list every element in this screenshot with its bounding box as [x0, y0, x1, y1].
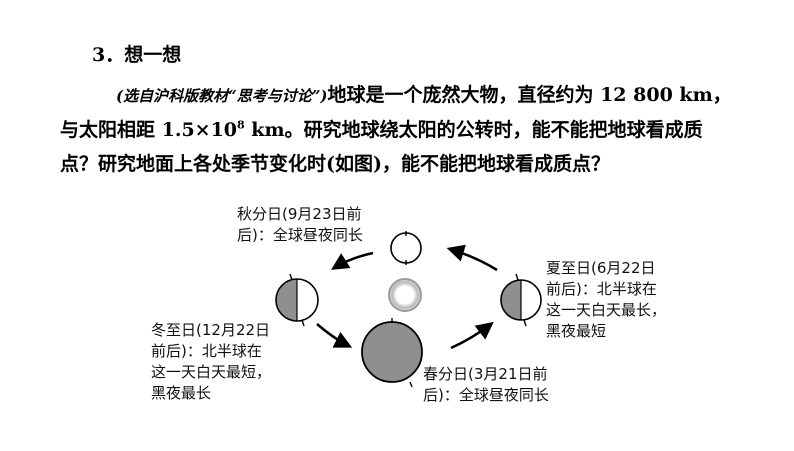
sun — [388, 278, 422, 312]
earth-summer — [500, 273, 542, 327]
caption-spring-equinox: 春分日(3月21日前 后)：全球昼夜同长 — [423, 365, 549, 404]
source-note: (选自沪科版教材“思考与讨论”) — [116, 87, 328, 105]
orbit-arrow-bottom-left — [316, 323, 353, 348]
orbit-arrow-top-right — [446, 244, 498, 272]
earth-spring — [361, 318, 423, 388]
caption-winter-solstice: 冬至日(12月22日 前后)：北半球在 这一天白天最短， 黑夜最长 — [151, 321, 272, 402]
paragraph-text-1: 地球是一个庞然大物，直径约为 12 800 km，与太阳相距 1.5×10 — [60, 84, 732, 141]
earth-winter — [275, 273, 319, 327]
caption-autumn-equinox: 秋分日(9月23日前 后)：全球昼夜同长 — [237, 205, 363, 244]
orbit-arrow-bottom-right — [450, 321, 494, 350]
earth-autumn — [390, 231, 422, 265]
exponent: 8 — [237, 118, 245, 132]
earth-orbit-figure: 秋分日(9月23日前 后)：全球昼夜同长 夏至日(6月22日 前后)：北半球在 … — [0, 196, 794, 447]
paragraph-text-2: km。研究地球绕太阳的公转时，能不能把地球看成质点？研究地面上各处季节变化时(如… — [60, 119, 703, 175]
question-paragraph: (选自沪科版教材“思考与讨论”)地球是一个庞然大物，直径约为 12 800 km… — [60, 78, 738, 181]
section-heading: 3．想一想 — [92, 44, 182, 66]
orbit-diagram — [275, 231, 542, 388]
orbit-arrow-top-left — [331, 251, 374, 270]
caption-summer-solstice: 夏至日(6月22日 前后)：北半球在 这一天白天最长， 黑夜最短 — [546, 259, 667, 340]
